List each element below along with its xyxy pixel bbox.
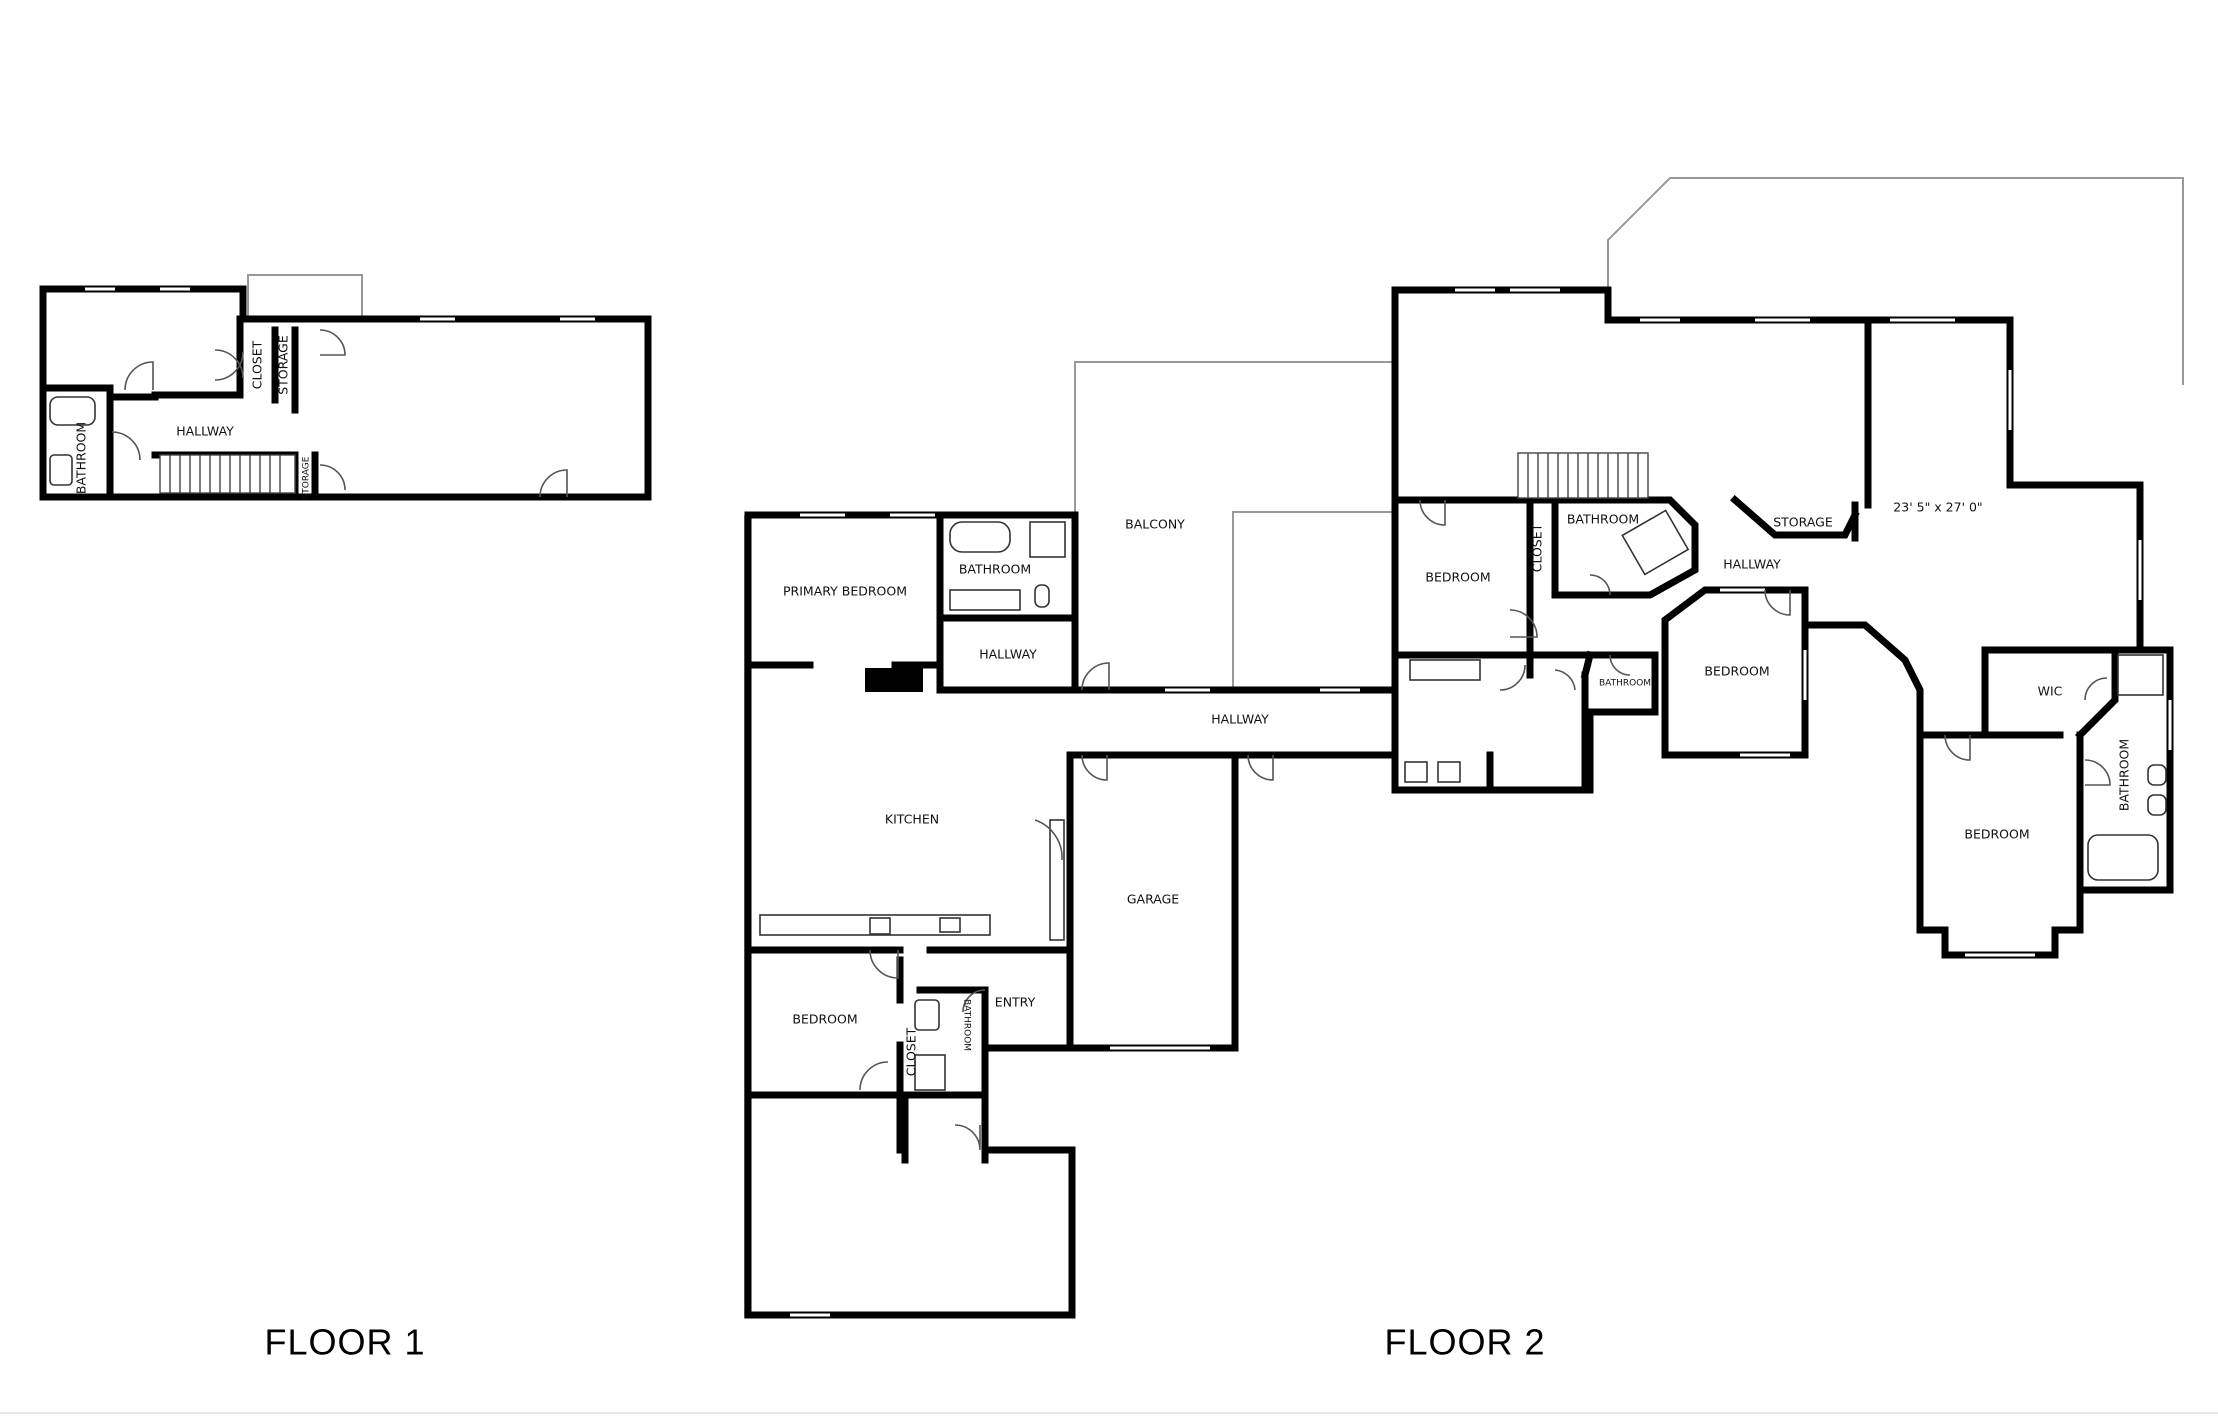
primary-tub bbox=[949, 521, 1011, 553]
right-wing-wall bbox=[1864, 316, 2144, 652]
bottom-divider bbox=[0, 1412, 2218, 1414]
floor-1-stairs bbox=[159, 454, 296, 494]
laundry-wall bbox=[1391, 671, 1589, 794]
corridor-wall bbox=[1801, 621, 1924, 739]
bathroom-mid-wall bbox=[1551, 496, 1699, 599]
floor-1-title: FLOOR 1 bbox=[264, 1322, 425, 1363]
right-tub bbox=[2087, 834, 2159, 881]
floor-1-closet-label: CLOSET bbox=[250, 340, 265, 389]
small-bath-shower bbox=[914, 1054, 946, 1091]
floor-1-tub bbox=[49, 396, 96, 426]
storage-label: STORAGE bbox=[1773, 515, 1833, 530]
bathroom-tiny-wall bbox=[1586, 651, 1659, 716]
left-wing-outer-wall bbox=[744, 511, 1076, 1319]
floor-2-plan: PRIMARY BEDROOM BATHROOM HALLWAY BALCONY… bbox=[744, 177, 2184, 1319]
floor-1-storage-small-label: STORAGE bbox=[302, 456, 312, 499]
floor-1-bathroom-wall bbox=[39, 384, 114, 464]
floor-1-room-wall bbox=[151, 326, 244, 399]
small-bathroom-label: BATHROOM bbox=[962, 999, 972, 1051]
fireplace bbox=[865, 668, 923, 692]
floor-1-door bbox=[124, 361, 154, 391]
floor-2-title: FLOOR 2 bbox=[1384, 1322, 1545, 1363]
primary-shower bbox=[1029, 521, 1066, 558]
dryer bbox=[1437, 761, 1461, 783]
mid-tub bbox=[1621, 509, 1690, 576]
bedroom-left-wall bbox=[744, 1041, 904, 1099]
kitchen-pantry bbox=[1049, 819, 1065, 941]
bathroom-right-label: BATHROOM bbox=[2117, 739, 2132, 811]
right-shower bbox=[2117, 654, 2164, 696]
bathroom-mid-label: BATHROOM bbox=[1567, 512, 1639, 527]
floor-1-outer-wall bbox=[39, 285, 652, 501]
wic-wall bbox=[2075, 646, 2119, 740]
primary-bedroom-label: PRIMARY BEDROOM bbox=[783, 584, 907, 599]
master-suite-wall bbox=[1981, 646, 2174, 894]
garage-label: GARAGE bbox=[1127, 892, 1179, 907]
floor-2-door bbox=[1081, 662, 1110, 691]
floor-1-sink bbox=[49, 454, 73, 486]
bedroom-center-label: BEDROOM bbox=[1704, 664, 1769, 679]
primary-hallway-label: HALLWAY bbox=[979, 647, 1037, 662]
closet-mid-label: CLOSET bbox=[1530, 523, 1545, 572]
bedroom-right-label: BEDROOM bbox=[1964, 827, 2029, 842]
closet-bath-wall bbox=[896, 986, 989, 1099]
kitchen-label: KITCHEN bbox=[885, 812, 939, 827]
laundry-counter bbox=[1409, 659, 1481, 681]
room-dimension-label: 23' 5" x 27' 0" bbox=[1893, 500, 1982, 515]
closet-left-label: CLOSET bbox=[904, 1027, 919, 1076]
primary-bathroom-label: BATHROOM bbox=[959, 562, 1031, 577]
floor-2-stairs bbox=[1517, 452, 1649, 499]
bedroom-right-wall bbox=[1916, 731, 2084, 959]
floor-1-plan: HALLWAY BATHROOM CLOSET STORAGE STORAGE bbox=[39, 274, 652, 501]
floor-1-storage-label: STORAGE bbox=[276, 335, 291, 395]
floor-1-hallway-label: HALLWAY bbox=[176, 424, 234, 439]
bedroom-mid-label: BEDROOM bbox=[1425, 570, 1490, 585]
small-bath-sink bbox=[914, 999, 940, 1031]
deck-outline bbox=[1607, 177, 2184, 385]
entry-label: ENTRY bbox=[995, 995, 1036, 1010]
floor-1-porch-outline bbox=[247, 274, 363, 319]
floor-1-bathroom-label: BATHROOM bbox=[74, 422, 89, 494]
primary-wing-wall bbox=[744, 511, 1079, 694]
wic-label: WIC bbox=[2038, 684, 2063, 699]
hallway-right-label: HALLWAY bbox=[1723, 557, 1781, 572]
balcony-label: BALCONY bbox=[1125, 517, 1185, 532]
bedroom-left-label: BEDROOM bbox=[792, 1012, 857, 1027]
bathroom-tiny-label: BATHROOM bbox=[1599, 679, 1651, 689]
main-hallway-label: HALLWAY bbox=[1211, 712, 1269, 727]
primary-vanity bbox=[949, 589, 1021, 611]
storage-wall bbox=[1730, 495, 1860, 539]
washer bbox=[1404, 761, 1428, 783]
